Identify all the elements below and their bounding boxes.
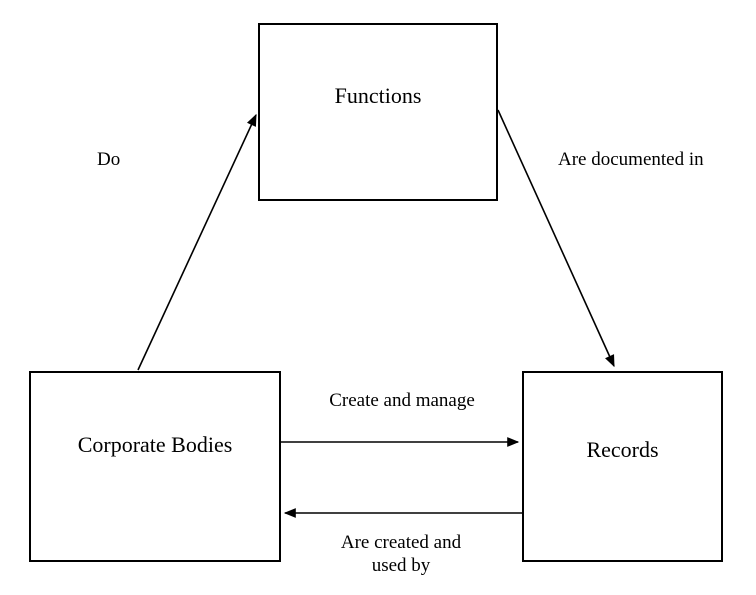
arrow-do [137,113,257,371]
edge-label-are-documented-in: Are documented in [558,149,704,170]
node-corporate-bodies: Corporate Bodies [29,371,281,562]
node-functions-label: Functions [334,83,422,108]
node-corporate-bodies-label: Corporate Bodies [77,431,233,457]
edge-label-are-created-and-used-by: Are created and used by [340,532,462,576]
node-records: Records [522,371,723,562]
node-records-label: Records [586,436,659,462]
edge-label-create-and-manage: Create and manage [329,390,475,411]
arrow-are-documented-in [497,109,615,368]
edge-label-do: Do [97,149,121,170]
node-functions: Functions [258,23,498,201]
